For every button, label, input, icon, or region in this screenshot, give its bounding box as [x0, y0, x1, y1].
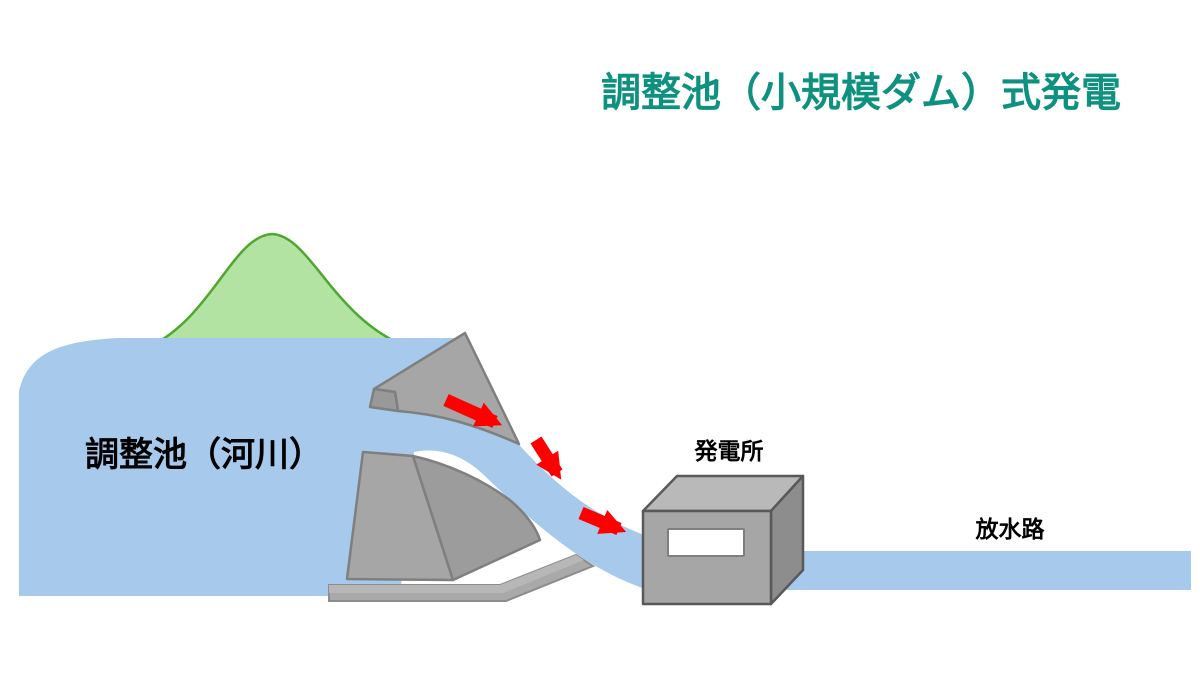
powerhouse-front-face: [641, 509, 773, 606]
dam-body-side-face: [411, 454, 542, 582]
powerhouse-label: 発電所: [694, 438, 764, 464]
dam-base-slab-top-face: [329, 555, 584, 593]
diagram-title: 調整池（小規模ダム）式発電: [601, 71, 1121, 115]
reservoir-and-channel-water: [19, 338, 1191, 596]
reservoir-label: 調整池（河川）: [85, 435, 323, 474]
hill-shape: [147, 232, 409, 370]
powerhouse-window: [667, 528, 745, 557]
tailrace-label: 放水路: [975, 516, 1046, 542]
flow-arrow-3-icon: [578, 507, 627, 535]
flow-arrow-2-icon: [530, 436, 563, 480]
flow-arrow-1-icon: [443, 394, 503, 428]
dam-crest-block: [368, 387, 400, 413]
